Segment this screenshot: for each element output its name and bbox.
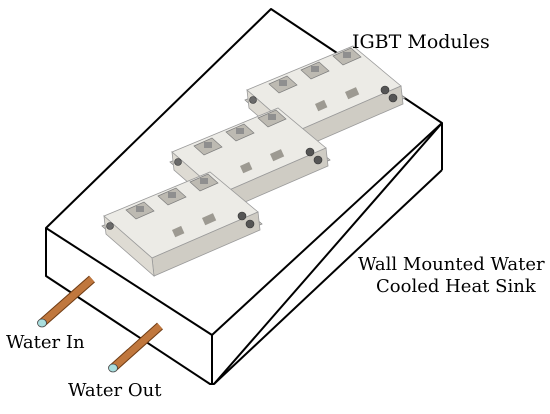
water-in-label: Water In xyxy=(6,332,85,353)
water-out-label: Water Out xyxy=(68,380,162,401)
heat-sink-label-line2: Cooled Heat Sink xyxy=(376,276,537,297)
heat-sink-label-line1: Wall Mounted Water xyxy=(358,254,545,275)
water-in-pipe xyxy=(37,275,95,328)
igbt-modules-label: IGBT Modules xyxy=(352,31,490,53)
water-out-pipe xyxy=(108,322,163,373)
